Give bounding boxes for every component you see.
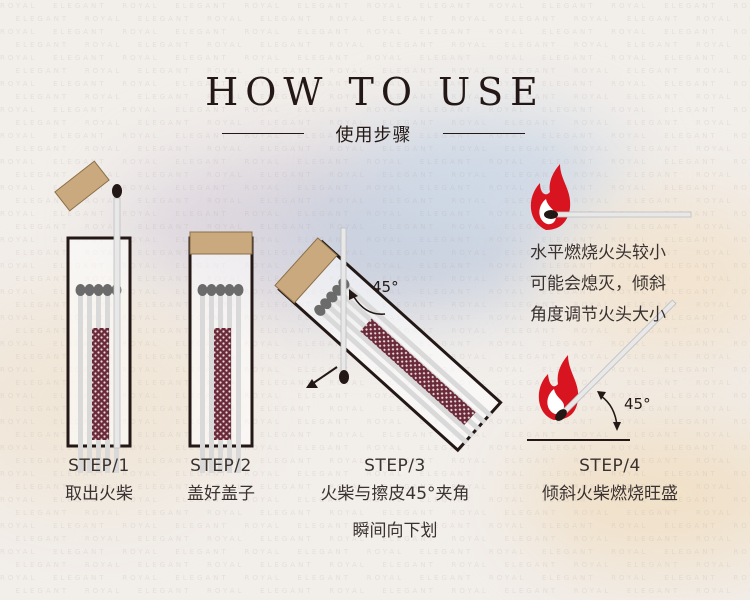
flame-icon-bottom <box>538 355 579 420</box>
step2-label: STEP/2 盖好盖子 <box>166 456 276 504</box>
step2-illustration <box>188 231 254 473</box>
tip-line: 角度调节火头大小 <box>530 305 666 325</box>
step4-description: 倾斜火柴燃烧旺盛 <box>542 484 678 504</box>
step4-illustration: 45° <box>527 164 692 441</box>
step1-number: STEP/1 <box>68 456 130 476</box>
step3-angle-label: 45° <box>372 278 399 296</box>
step3-illustration: 45° <box>274 227 503 453</box>
step3-label: STEP/3 火柴与擦皮45°夹角 瞬间向下划 <box>300 456 490 541</box>
step2-number: STEP/2 <box>190 456 252 476</box>
subtitle: 使用步骤 <box>335 125 412 146</box>
step2-description: 盖好盖子 <box>187 484 255 504</box>
step1-label: STEP/1 取出火柴 <box>44 456 154 504</box>
tip-line: 水平燃烧火头较小 <box>530 243 666 263</box>
step1-description: 取出火柴 <box>65 484 133 504</box>
flame-icon-top <box>530 164 571 230</box>
step1-illustration <box>54 160 132 473</box>
step4-angle-label: 45° <box>624 395 651 413</box>
subtitle-rule-right <box>443 133 525 134</box>
subtitle-rule-left <box>222 133 304 134</box>
tip-text: 水平燃烧火头较小 可能会熄灭，倾斜 角度调节火头大小 <box>530 238 730 331</box>
tip-line: 可能会熄灭，倾斜 <box>530 274 666 294</box>
step3-description-2: 瞬间向下划 <box>352 521 438 541</box>
page-title: HOW TO USE <box>205 70 545 114</box>
step3-number: STEP/3 <box>364 456 426 476</box>
step4-number: STEP/4 <box>579 456 641 476</box>
subtitle-row: 使用步骤 <box>222 121 525 147</box>
step4-label: STEP/4 倾斜火柴燃烧旺盛 <box>515 456 705 504</box>
step3-description: 火柴与擦皮45°夹角 <box>320 484 470 504</box>
